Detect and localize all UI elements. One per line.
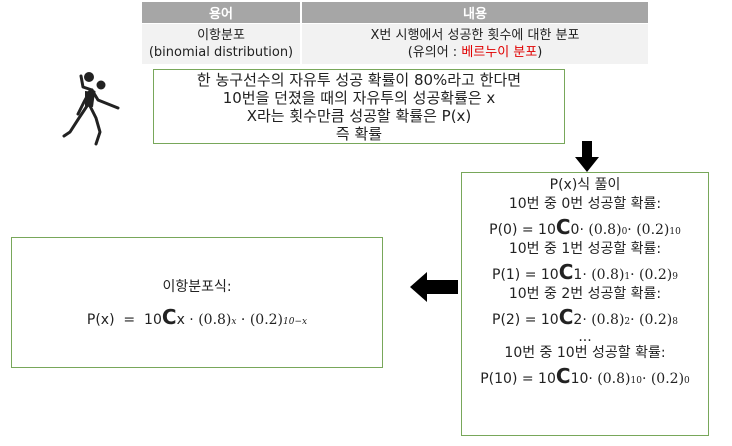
case0-label: 10번 중 0번 성공할 확률: xyxy=(508,196,662,212)
case1-label: 10번 중 1번 성공할 확률: xyxy=(508,241,662,257)
term-table: 용어 내용 이항분포 (binomial distribution) X번 시행… xyxy=(142,2,648,64)
case10-label: 10번 중 10번 성공할 확률: xyxy=(504,345,666,361)
combination-symbol: C xyxy=(558,305,574,329)
problem-line-4: 즉 확률 xyxy=(335,124,383,143)
problem-description-box: 한 농구선수의 자유투 성공 확률이 80%라고 한다면 10번을 던졌을 때의… xyxy=(153,69,565,144)
problem-line-3: X라는 횟수만큼 성공할 확률은 P(x) xyxy=(246,106,472,125)
solution-title: P(x)식 풀이 xyxy=(549,177,621,193)
binomial-title: 이항분포식: xyxy=(162,278,232,295)
content-cell: X번 시행에서 성공한 횟수에 대한 분포 (유의어 : 베르누이 분포) xyxy=(302,24,648,64)
problem-line-1: 한 농구선수의 자유투 성공 확률이 80%라고 한다면 xyxy=(196,70,522,89)
term-name: 이항분포 xyxy=(197,28,245,43)
combination-symbol: C xyxy=(555,364,571,388)
synonym-highlight: 베르누이 분포 xyxy=(461,45,538,60)
case2-label: 10번 중 2번 성공할 확률: xyxy=(508,286,662,302)
down-arrow-icon xyxy=(575,141,599,172)
combination-symbol: C xyxy=(555,215,571,239)
content-definition: X번 시행에서 성공한 횟수에 대한 분포 xyxy=(370,28,580,43)
term-cell: 이항분포 (binomial distribution) xyxy=(142,24,300,64)
left-arrow-icon xyxy=(410,272,458,302)
header-content: 내용 xyxy=(302,2,648,23)
header-term: 용어 xyxy=(142,2,300,23)
combination-symbol: C xyxy=(558,260,574,284)
combination-symbol: C xyxy=(161,304,177,329)
basketball-player-icon xyxy=(62,72,120,146)
content-synonym: (유의어 : 베르누이 분포) xyxy=(407,45,543,60)
ellipsis: ... xyxy=(578,329,592,345)
problem-line-2: 10번을 던졌을 때의 자유투의 성공확률은 x xyxy=(222,88,496,107)
term-english: (binomial distribution) xyxy=(148,45,294,60)
